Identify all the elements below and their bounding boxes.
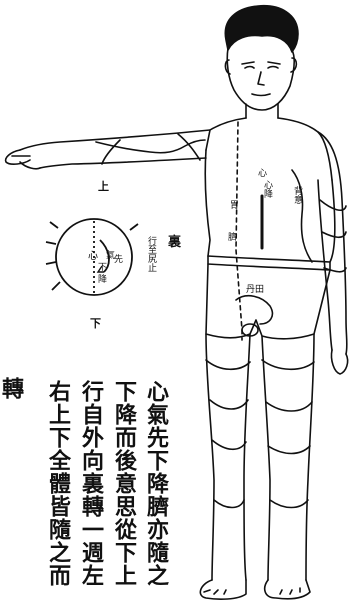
- compass-right-small-label: 行至尻止: [146, 236, 155, 272]
- compass-inner-heart-label: 心: [88, 252, 98, 262]
- caption-column-2: 下降而後意思從下上: [113, 380, 135, 587]
- body-stomach-label: 胃: [228, 200, 237, 209]
- left-leg-inner: [244, 334, 250, 580]
- outstretched-hand: [6, 150, 40, 169]
- caption-column-5: 轉: [0, 377, 22, 400]
- centre-meridian-line: [236, 122, 242, 340]
- caption-column-1: 心氣先下降臍亦隨之: [145, 380, 167, 587]
- body-dantian-label: 丹田: [246, 286, 264, 295]
- compass-top-label: 上: [98, 181, 109, 192]
- compass-inner-xian-label: 先: [112, 254, 121, 263]
- torso-left-edge: [206, 118, 246, 150]
- body-chest-label: 心降: [262, 180, 271, 198]
- compass-inner-jiang-label: 降: [96, 274, 105, 283]
- left-foot: [200, 580, 246, 599]
- hair-outline: [225, 6, 298, 52]
- head-outline: [227, 48, 294, 110]
- compass-inner-xia-label: 下: [96, 262, 105, 271]
- right-leg-inner: [262, 336, 270, 580]
- caption-column-3: 行自外向裏轉一週左: [80, 380, 102, 587]
- right-leg-outer: [306, 334, 314, 580]
- caption-column-4: 右上下全體皆隨之而: [47, 380, 69, 587]
- hanging-hand: [331, 350, 347, 374]
- body-navel-label: 臍: [226, 232, 235, 241]
- compass-bottom-label: 下: [90, 318, 101, 329]
- compass-right-label: 裏: [168, 236, 181, 249]
- outstretched-arm-bottom: [40, 158, 206, 168]
- shorts-outline: [206, 264, 330, 339]
- body-heart-label: 心: [256, 168, 265, 177]
- waistband: [208, 256, 330, 270]
- left-leg-outer: [206, 334, 214, 580]
- body-flank-label: 背意: [292, 186, 301, 204]
- torso-right-edge: [278, 118, 332, 180]
- right-foot: [265, 580, 310, 599]
